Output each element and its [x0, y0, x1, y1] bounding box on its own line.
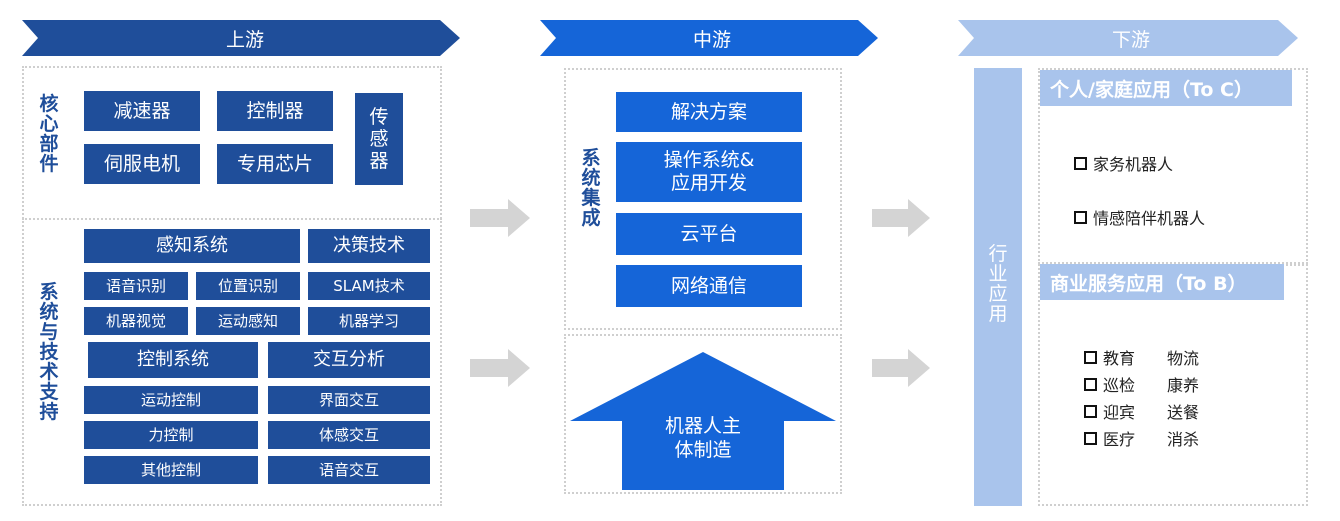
cloud-platform-box: 云平台 — [616, 213, 802, 255]
to-b-item-label: 巡检 — [1103, 376, 1136, 395]
to-b-item-row: 迎宾 送餐 — [1084, 399, 1199, 423]
manufacturing-panel — [564, 334, 842, 494]
to-b-item-row: 巡检 康养 — [1084, 372, 1199, 396]
flow-arrow-icon — [470, 199, 530, 237]
flow-arrow-icon — [872, 349, 930, 387]
checkbox-icon — [1084, 404, 1097, 418]
servo-motor-box: 伺服电机 — [84, 144, 200, 184]
up-arrow-icon — [570, 352, 836, 490]
perception-system-box: 感知系统 — [84, 229, 300, 263]
to-b-item-label: 医疗 — [1103, 430, 1136, 449]
midstream-header: 中游 — [692, 28, 731, 51]
industry-application-label: 行业应用 — [988, 243, 1008, 325]
robot-manufacture-label: 机器人主 体制造 — [622, 410, 784, 466]
industry-application-bar — [974, 68, 1022, 506]
machine-learning-box: 机器学习 — [308, 307, 430, 335]
flow-arrow-icon — [872, 199, 930, 237]
network-communication-box: 网络通信 — [616, 265, 802, 307]
solution-box: 解决方案 — [616, 92, 802, 132]
position-recognition-box: 位置识别 — [196, 272, 300, 300]
checkbox-icon — [1084, 431, 1097, 445]
machine-vision-box: 机器视觉 — [84, 307, 188, 335]
to-c-panel — [1038, 68, 1308, 264]
downstream-header: 下游 — [1111, 28, 1150, 51]
force-control-box: 力控制 — [84, 421, 258, 449]
dedicated-chip-box: 专用芯片 — [217, 144, 333, 184]
to-c-item: 情感陪伴机器人 — [1074, 205, 1205, 229]
upstream-header: 上游 — [225, 28, 264, 51]
other-control-box: 其他控制 — [84, 456, 258, 484]
os-app-dev-line1: 操作系统& — [663, 149, 755, 172]
ui-interaction-box: 界面交互 — [268, 386, 430, 414]
robot-manufacture-line2: 体制造 — [674, 439, 732, 461]
downstream-chevron — [958, 20, 1298, 56]
robot-manufacture-line1: 机器人主 — [664, 415, 741, 437]
to-b-item-label: 迎宾 — [1103, 403, 1136, 422]
to-c-item: 家务机器人 — [1074, 151, 1173, 175]
checkbox-icon — [1084, 377, 1097, 391]
to-c-title: 个人/家庭应用（To C） — [1040, 70, 1292, 106]
system-tech-label: 系统与技术支持 — [39, 281, 59, 423]
motion-control-box: 运动控制 — [84, 386, 258, 414]
header-chevrons — [22, 20, 1298, 56]
upstream-divider — [22, 218, 442, 220]
slam-box: SLAM技术 — [308, 272, 430, 300]
upstream-panel — [22, 66, 442, 506]
upstream-chevron — [22, 20, 460, 56]
to-c-item-label: 家务机器人 — [1093, 155, 1174, 174]
to-b-title: 商业服务应用（To B） — [1040, 264, 1284, 300]
voice-interaction-box: 语音交互 — [268, 456, 430, 484]
to-b-item-label: 物流 — [1167, 349, 1200, 368]
to-b-item-label: 教育 — [1103, 349, 1136, 368]
to-c-item-label: 情感陪伴机器人 — [1093, 209, 1206, 228]
to-b-item-label: 消杀 — [1167, 430, 1200, 449]
motion-sensing-box: 运动感知 — [196, 307, 300, 335]
controller-box: 控制器 — [217, 91, 333, 131]
os-app-dev-box: 操作系统& 应用开发 — [616, 142, 802, 202]
os-app-dev-line2: 应用开发 — [670, 172, 747, 194]
checkbox-icon — [1084, 350, 1097, 364]
system-integration-label: 系统集成 — [581, 147, 601, 229]
reducer-box: 减速器 — [84, 91, 200, 131]
interaction-analysis-box: 交互分析 — [268, 342, 430, 378]
somatic-interaction-box: 体感交互 — [268, 421, 430, 449]
midstream-chevron — [540, 20, 878, 56]
checkbox-icon — [1074, 156, 1087, 170]
to-b-item-row: 教育 物流 — [1084, 345, 1199, 369]
core-parts-label: 核心部件 — [39, 93, 59, 175]
sensor-box: 传感器 — [355, 93, 403, 185]
to-b-item-label: 送餐 — [1167, 403, 1200, 422]
control-system-box: 控制系统 — [88, 342, 258, 378]
decision-tech-box: 决策技术 — [308, 229, 430, 263]
to-b-item-label: 康养 — [1167, 376, 1200, 395]
checkbox-icon — [1074, 210, 1087, 224]
flow-arrow-icon — [470, 349, 530, 387]
system-integration-panel — [564, 68, 842, 330]
to-b-item-row: 医疗 消杀 — [1084, 426, 1199, 450]
speech-recognition-box: 语音识别 — [84, 272, 188, 300]
